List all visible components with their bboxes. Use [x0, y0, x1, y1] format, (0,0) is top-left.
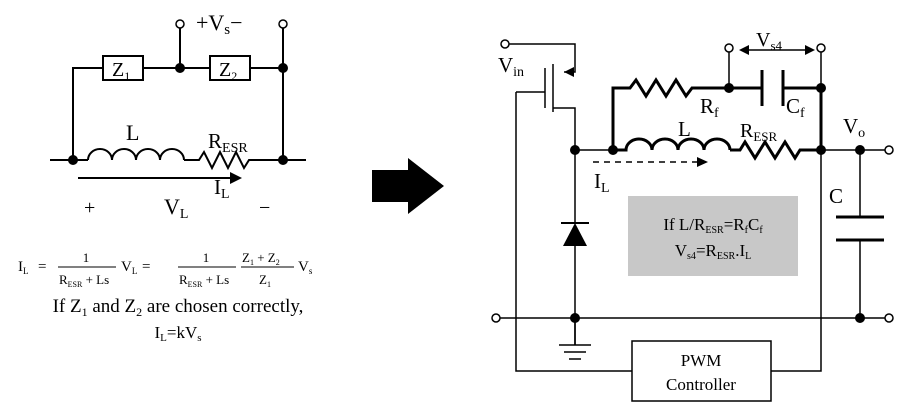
left-resistor-label: RESR — [208, 129, 248, 156]
frac3-denominator: Z1 — [259, 272, 271, 289]
right-terminals — [491, 39, 894, 323]
node — [278, 63, 288, 73]
vo-label: Vo — [843, 114, 865, 141]
node — [570, 145, 580, 155]
node — [855, 313, 865, 323]
vs-label: +Vs− — [196, 10, 243, 38]
mosfet-source — [553, 107, 576, 150]
controller-feedback-wire — [771, 150, 822, 372]
pwm-label-line-2: Controller — [666, 375, 736, 394]
output-capacitor-label: C — [829, 184, 843, 208]
transition-arrow — [372, 158, 444, 214]
left-resistor — [184, 149, 306, 171]
left-nodes — [68, 63, 288, 165]
vs4-terminal-left — [724, 43, 734, 53]
node — [816, 83, 826, 93]
z1-label: Z1 — [112, 59, 130, 83]
pwm-label-line-1: PWM — [681, 351, 722, 370]
diode — [563, 223, 587, 246]
node — [278, 155, 288, 165]
vs4-terminal-right — [816, 43, 826, 53]
condition-line-2: Vs4=RESR.IL — [675, 241, 752, 262]
node — [855, 145, 865, 155]
right-il-arrow-head — [697, 157, 708, 167]
node — [68, 155, 78, 165]
vs-terminal-right — [278, 19, 288, 29]
ground-terminal-left — [491, 313, 501, 323]
pwm-controller-box — [631, 340, 772, 402]
vs-terminal-left — [175, 19, 185, 29]
ground-icon — [559, 344, 591, 360]
caption-line-1: If Z1 and Z2 are chosen correctly, — [53, 296, 304, 319]
vin-label: Vin — [498, 53, 524, 80]
vs4-arrow-left-head — [739, 45, 749, 55]
left-inductor-label: L — [126, 120, 139, 145]
eq-v2: Vs — [298, 259, 313, 276]
condition-box — [628, 196, 798, 276]
node — [175, 63, 185, 73]
left-inductor — [87, 148, 185, 161]
vl-plus-label: + — [84, 197, 95, 219]
vin-terminal — [500, 39, 510, 49]
frac1-denominator: RESR + Ls — [59, 272, 109, 289]
eq-lhs: IL — [18, 259, 29, 276]
cf-label: Cf — [786, 94, 805, 121]
left-current-label: IL — [214, 175, 230, 202]
node — [724, 83, 734, 93]
vl-minus-label: − — [259, 197, 270, 219]
vs4-label: Vs4 — [756, 29, 783, 53]
eq-equals-1: = — [38, 259, 46, 275]
node — [570, 313, 580, 323]
node — [608, 145, 618, 155]
right-inductor — [613, 137, 732, 152]
caption-line-2: IL=kVs — [154, 323, 201, 344]
vs4-arrow-right-head — [805, 45, 815, 55]
ground-terminal-right — [884, 313, 894, 323]
eq-equals-2: = — [142, 259, 150, 275]
condition-line-1: If L/RESR=RfCf — [663, 215, 763, 236]
right-circuit-wires — [500, 43, 885, 372]
z1-box — [102, 55, 144, 81]
mosfet-gate — [516, 68, 546, 108]
vl-label: VL — [164, 194, 188, 222]
frac2-numerator: 1 — [203, 250, 210, 265]
il-arrow-head — [230, 172, 242, 184]
eq-v1: VL — [121, 259, 137, 276]
z2-box — [209, 55, 251, 81]
z2-label: Z2 — [219, 59, 237, 83]
vo-terminal — [884, 145, 894, 155]
equation: IL = 1 RESR + Ls VL = 1 RESR + Ls Z1 + Z… — [18, 250, 313, 289]
right-resistor-label: RESR — [740, 120, 778, 144]
right-nodes — [570, 83, 865, 323]
right-current-label: IL — [594, 169, 610, 196]
frac3-numerator: Z1 + Z2 — [242, 250, 280, 267]
gate-drive-wire — [515, 92, 632, 372]
mosfet-arrow-icon — [564, 67, 574, 77]
rf-label: Rf — [700, 94, 719, 121]
frac2-denominator: RESR + Ls — [179, 272, 229, 289]
left-top-wire — [72, 67, 284, 160]
frac1-numerator: 1 — [83, 250, 90, 265]
node — [816, 145, 826, 155]
left-circuit — [50, 28, 306, 171]
right-resistor — [730, 139, 821, 161]
right-inductor-label: L — [678, 117, 691, 141]
